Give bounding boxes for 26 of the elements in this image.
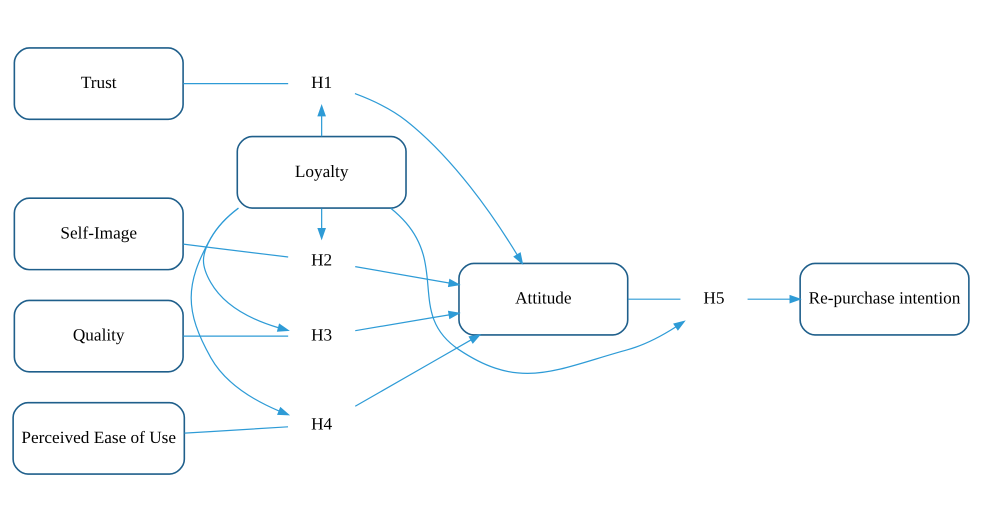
arrow bbox=[355, 266, 461, 288]
arrow bbox=[317, 104, 326, 136]
node-text: H4 bbox=[311, 414, 332, 434]
arrow bbox=[390, 208, 686, 374]
connector bbox=[183, 244, 288, 258]
arrow bbox=[354, 93, 524, 265]
arrow bbox=[355, 310, 461, 332]
node-box: Self-Image bbox=[14, 197, 184, 270]
node-text: H1 bbox=[311, 73, 332, 92]
connector bbox=[183, 336, 288, 337]
arrow bbox=[317, 208, 326, 240]
node-box: Re-purchase intention bbox=[799, 262, 970, 336]
arrow bbox=[190, 208, 290, 416]
node-box: Quality bbox=[14, 300, 184, 373]
connector bbox=[183, 83, 288, 84]
node-box: Perceived Ease of Use bbox=[12, 402, 186, 475]
node-text: H2 bbox=[311, 250, 332, 270]
node-box: Trust bbox=[14, 47, 184, 120]
connector bbox=[184, 426, 288, 434]
node-box: Attitude bbox=[458, 262, 628, 336]
node-text: H3 bbox=[311, 326, 332, 345]
connector bbox=[628, 298, 680, 300]
arrow bbox=[354, 334, 482, 407]
arrow bbox=[748, 294, 802, 304]
node-box: Loyalty bbox=[236, 136, 407, 209]
node-text: H5 bbox=[703, 288, 724, 308]
